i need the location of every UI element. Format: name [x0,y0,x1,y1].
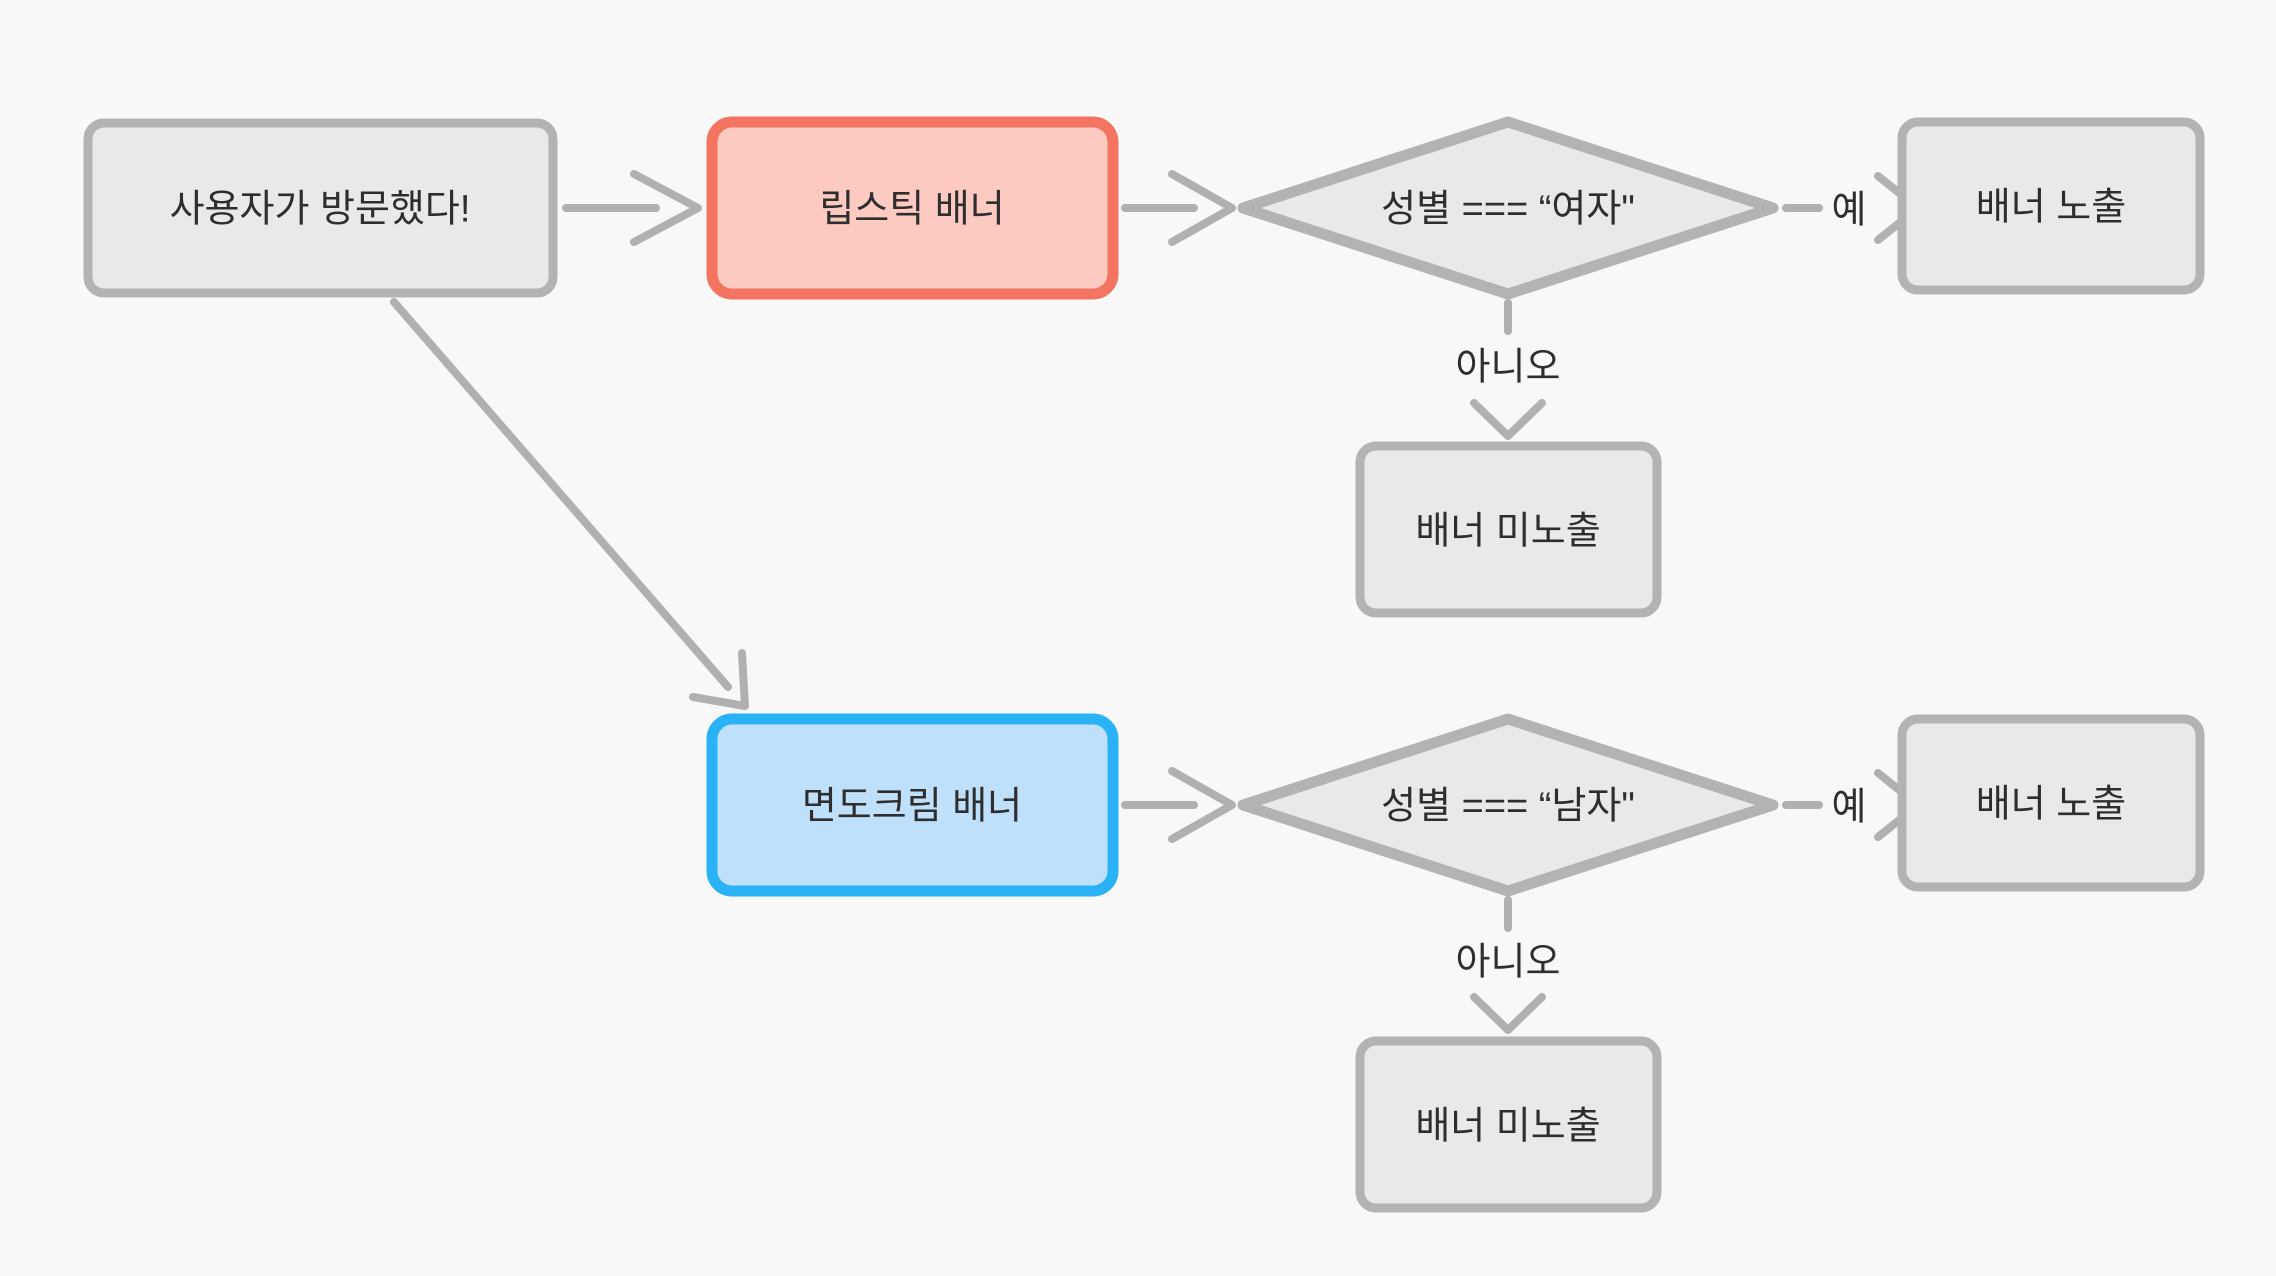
node-start-label: 사용자가 방문했다! [170,188,471,230]
edge-label-yes-male: 예 [1832,786,1867,828]
node-start: 사용자가 방문했다! [83,118,558,298]
edge-label-no-female: 아니오 [1456,346,1561,388]
node-banner-hidden-male-shape [1355,1036,1662,1213]
edge-lipstick-to-female-check-arrowhead [1168,170,1236,246]
edges [390,170,1922,1034]
edge-labels: 예 아니오 예 아니오 [1456,189,1867,983]
node-gender-female-check-shape [1237,116,1779,300]
node-lipstick-banner: 립스틱 배너 [706,116,1119,300]
edge-start-to-shaving-arrowhead [689,649,749,710]
node-banner-shown-male: 배너 노출 [1897,714,2205,892]
edge-label-yes-female: 예 [1832,189,1867,231]
node-banner-hidden-female-label: 배너 미노출 [1415,510,1600,552]
node-banner-shown-female: 배너 노출 [1897,117,2205,295]
node-banner-hidden-male-label: 배너 미노출 [1415,1105,1600,1147]
node-banner-shown-female-shape [1897,117,2205,295]
edge-start-to-lipstick-arrowhead [630,170,702,246]
node-start-shape [83,118,558,298]
edge-start-to-shaving-shaft [390,298,732,691]
edge-male-no-arrowhead [1470,993,1546,1034]
node-banner-hidden-female: 배너 미노출 [1355,441,1662,618]
node-gender-male-check-shape [1237,713,1779,897]
node-banner-shown-male-shape [1897,714,2205,892]
node-gender-male-check-label: 성별 === “남자" [1381,785,1635,827]
node-banner-hidden-male: 배너 미노출 [1355,1036,1662,1213]
edge-shaving-to-male-check-arrowhead [1168,767,1236,843]
node-gender-female-check-label: 성별 === “여자" [1381,188,1635,230]
node-gender-female-check: 성별 === “여자" [1237,116,1779,300]
node-banner-shown-male-label: 배너 노출 [1976,783,2126,825]
node-shaving-cream-banner-shape [706,713,1119,897]
node-shaving-cream-banner-label: 면도크림 배너 [802,785,1022,827]
node-gender-male-check: 성별 === “남자" [1237,713,1779,897]
edge-female-no-arrowhead [1470,399,1546,440]
node-shaving-cream-banner: 면도크림 배너 [706,713,1119,897]
node-lipstick-banner-label: 립스틱 배너 [819,188,1004,230]
edge-label-no-male: 아니오 [1456,941,1561,983]
node-lipstick-banner-shape [706,116,1119,300]
node-banner-hidden-female-shape [1355,441,1662,618]
node-banner-shown-female-label: 배너 노출 [1976,186,2126,228]
